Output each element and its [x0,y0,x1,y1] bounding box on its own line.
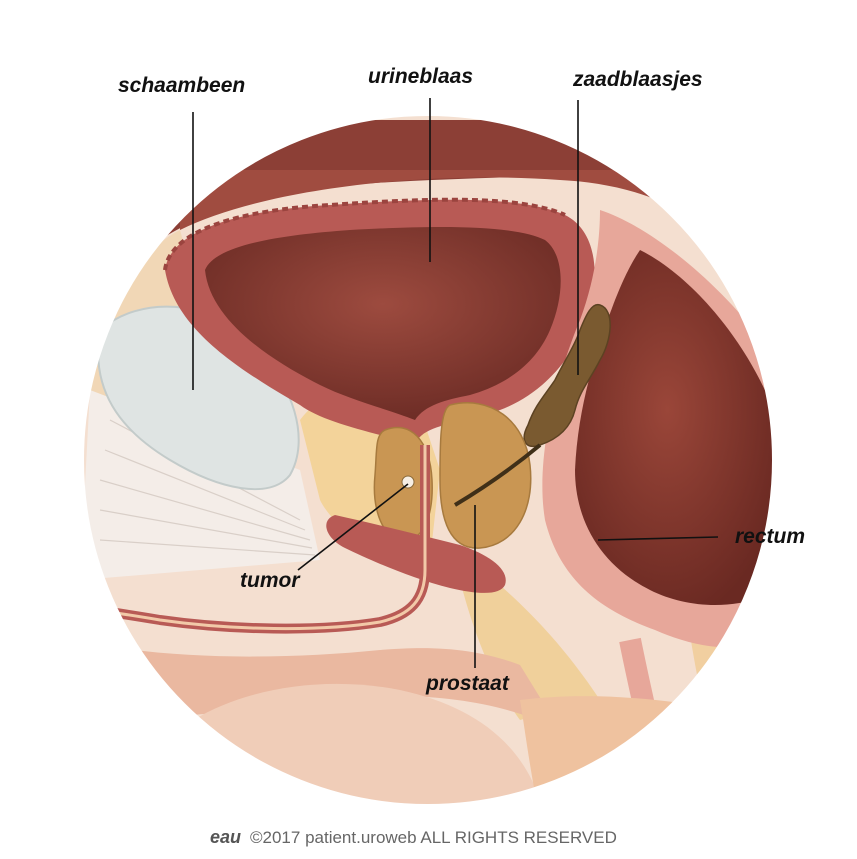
label-rectum: rectum [735,525,805,548]
leader-tumor [297,483,409,571]
bladder-lumen [205,227,561,420]
pelvic-floor-muscle [326,515,506,593]
label-urineblaas: urineblaas [368,65,473,88]
leader-rectum [597,536,719,541]
circle-border [82,114,774,806]
label-tumor: tumor [240,569,301,592]
ejaculatory-duct [453,443,542,507]
leader-lines [192,98,719,668]
copyright-text: ©2017 patient.uroweb ALL RIGHTS RESERVED [250,828,617,847]
label-prostaat: prostaat [425,672,510,695]
label-schaambeen: schaambeen [118,74,245,97]
label-zaadblaasjes: zaadblaasjes [572,68,703,91]
tumor-mass [401,475,415,489]
eau-logo: eau [210,827,241,847]
rectum-lumen [575,250,773,605]
prostate-posterior [439,402,532,549]
